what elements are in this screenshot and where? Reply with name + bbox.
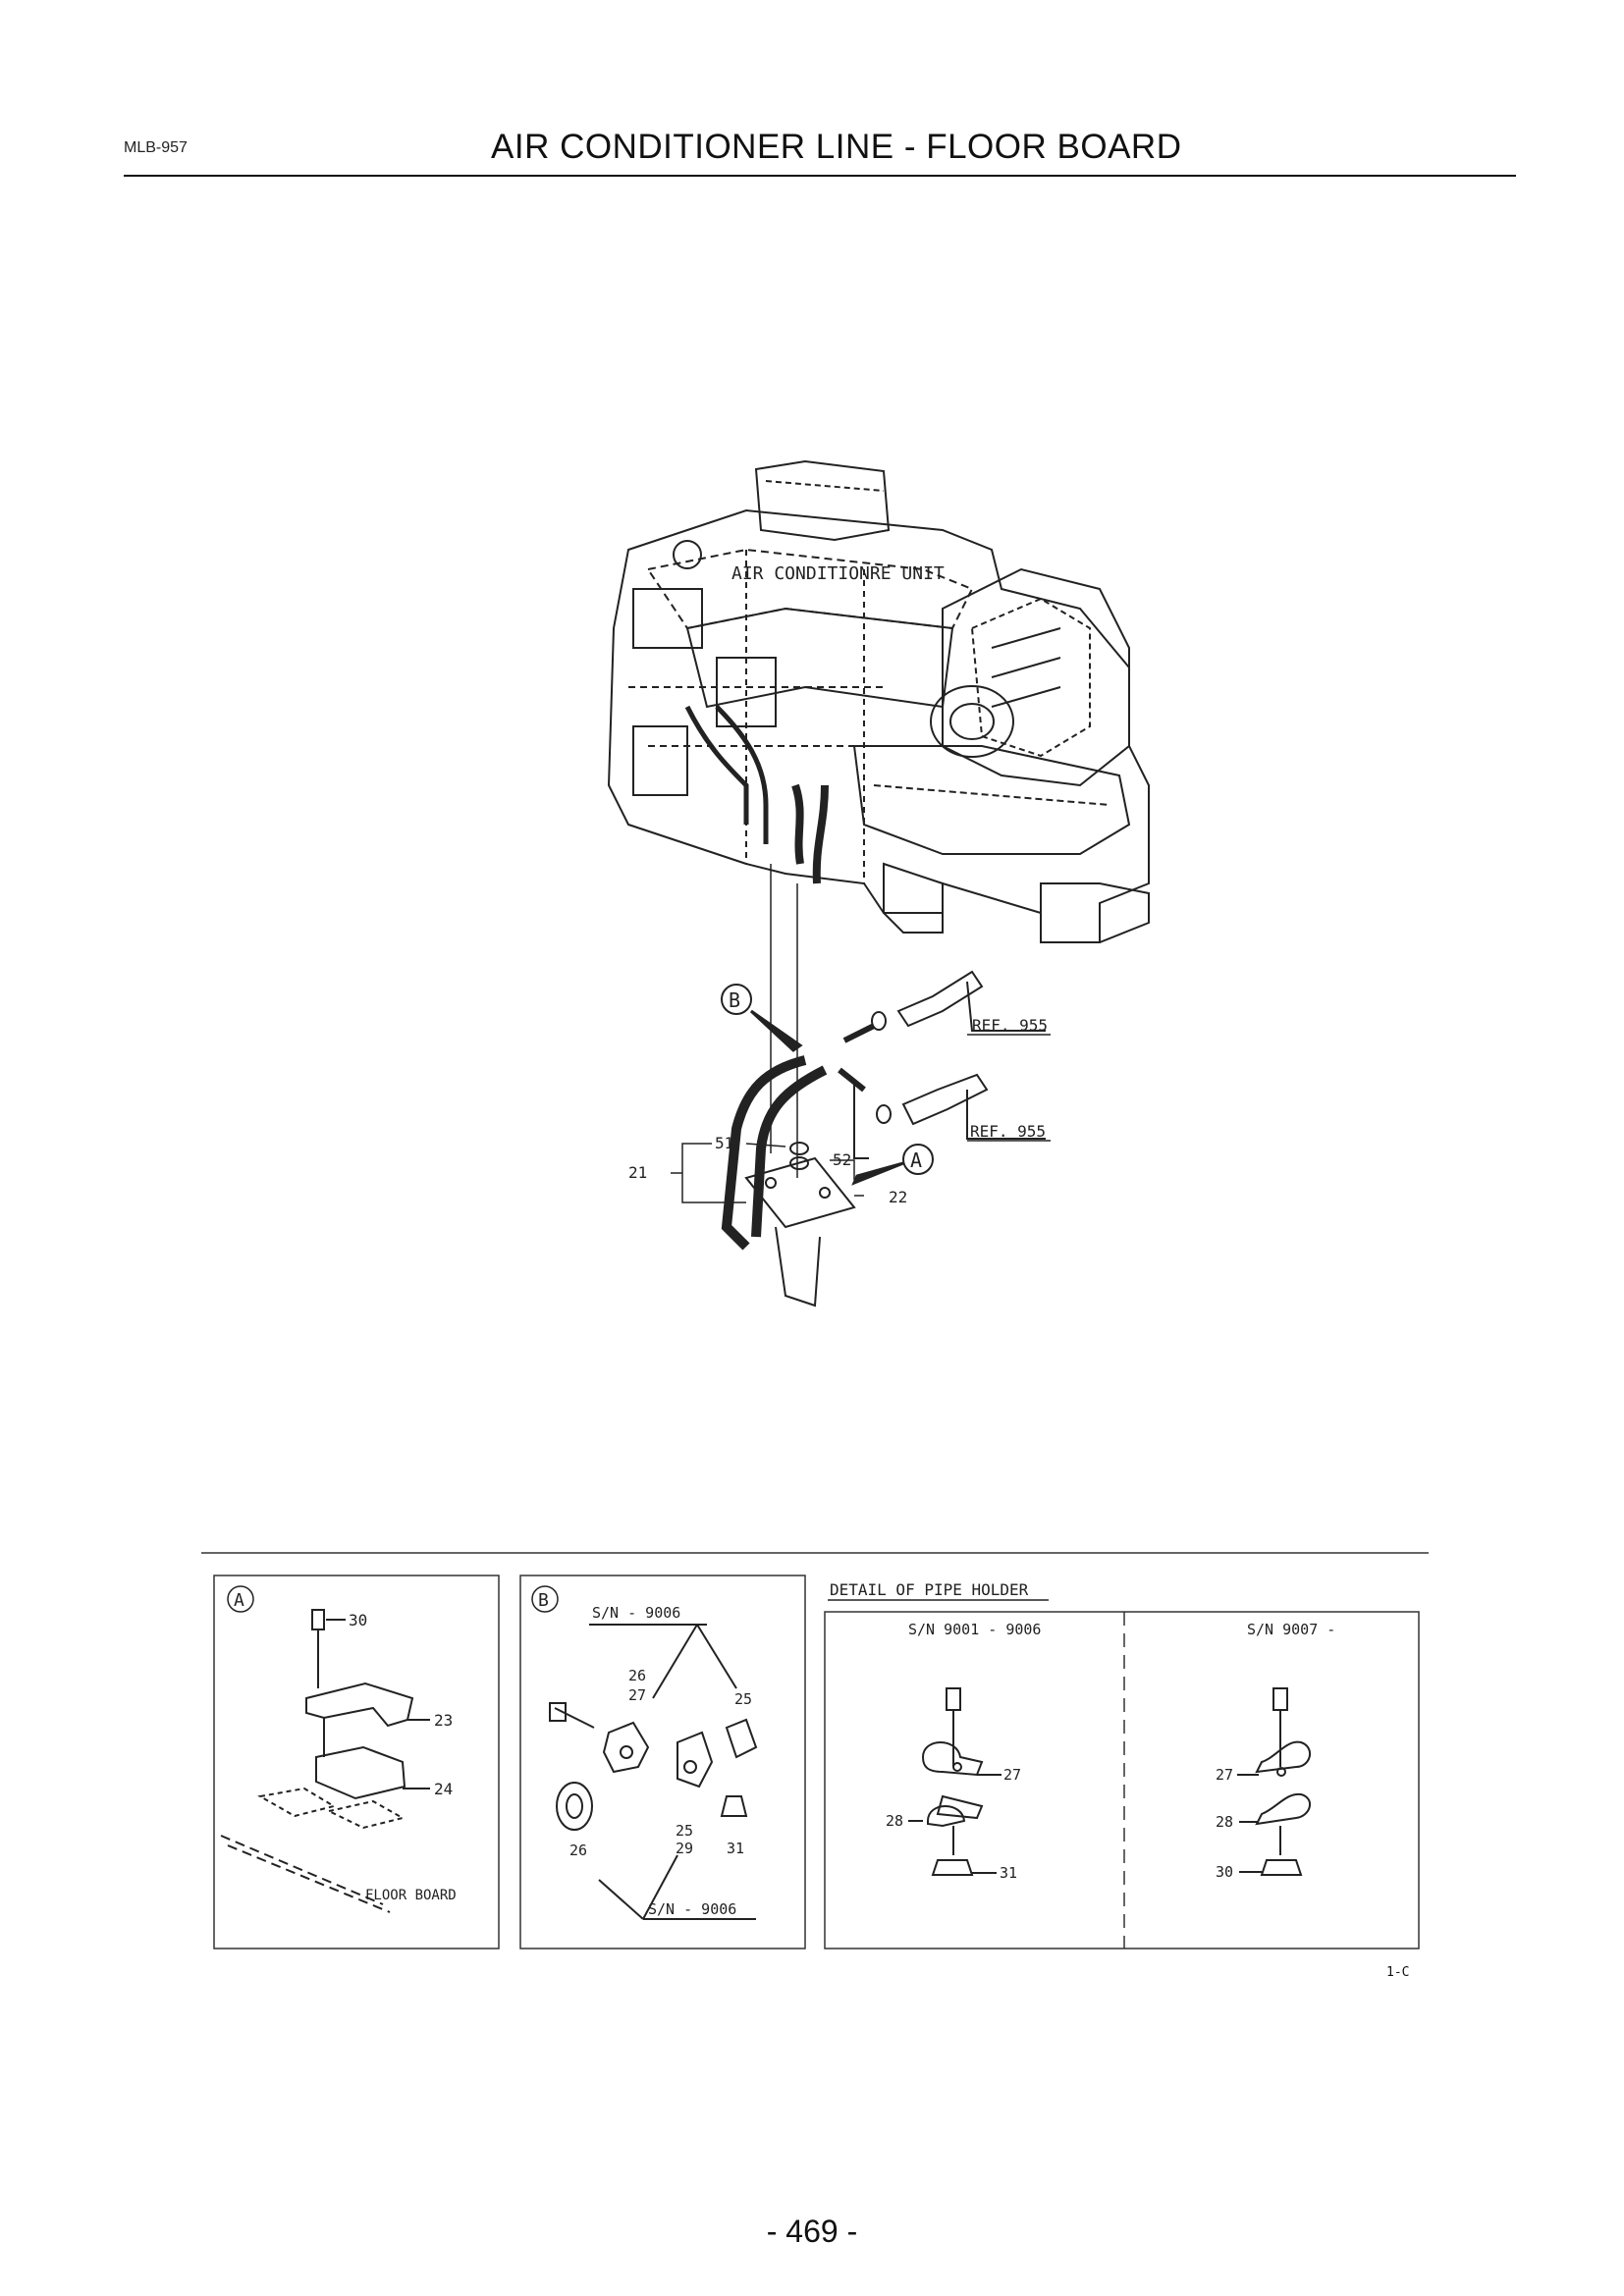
detail-b-part-31: 31: [727, 1840, 744, 1857]
detail-b-part-26-bottom: 26: [569, 1842, 587, 1859]
part-number-52: 52: [833, 1150, 851, 1169]
detail-b-sn-top: S/N - 9006: [592, 1604, 680, 1622]
pipe-holder-right-27: 27: [1216, 1766, 1233, 1784]
part-number-22: 22: [889, 1188, 907, 1206]
detail-b-panel: B S/N - 9006 26 27 25 25 29 31 26 S/N - …: [519, 1575, 806, 1949]
page-number: - 469 -: [766, 2214, 858, 2249]
pipe-holder-left-31: 31: [1000, 1864, 1017, 1882]
figure-code: 1-C: [1386, 1965, 1410, 1980]
ref-label-lower: REF. 955: [970, 1122, 1046, 1141]
pipe-holder-left-28: 28: [886, 1812, 903, 1830]
detail-b-part-26: 26: [628, 1667, 646, 1684]
guide-lines: [770, 864, 798, 1178]
callout-a: A: [851, 1144, 934, 1186]
detail-b-part-29: 29: [676, 1840, 693, 1857]
pipe-holder-title: DETAIL OF PIPE HOLDER: [830, 1580, 1029, 1599]
pipe-holder-right-28: 28: [1216, 1813, 1233, 1831]
unit-label: AIR CONDITIONRE UNIT: [731, 563, 945, 584]
pipe-holder-right-sn: S/N 9007 -: [1247, 1621, 1335, 1638]
leader-lines-main: [671, 1143, 864, 1203]
floor-board-label: FLOOR BOARD: [365, 1888, 457, 1903]
detail-a-part-23: 23: [434, 1711, 453, 1730]
pipe-holder-detail-panel: DETAIL OF PIPE HOLDER S/N 9001 - 9006 S/…: [824, 1580, 1420, 1949]
pipe-holder-left-27: 27: [1003, 1766, 1021, 1784]
callout-b: B: [721, 984, 803, 1052]
detail-a-part-30: 30: [349, 1611, 367, 1629]
page-title: AIR CONDITIONER LINE - FLOOR BOARD: [491, 128, 1182, 166]
ref-label-upper: REF. 955: [972, 1016, 1048, 1035]
detail-b-part-27: 27: [628, 1686, 646, 1704]
svg-text:A: A: [234, 1590, 244, 1611]
detail-b-part-25-top: 25: [734, 1690, 752, 1708]
detail-b-sn-bottom: S/N - 9006: [648, 1900, 736, 1918]
svg-text:A: A: [910, 1148, 922, 1172]
detail-a-panel: A 30 23 24 FLOOR BOARD: [213, 1575, 500, 1949]
document-code: MLB-957: [124, 139, 188, 156]
detail-a-part-24: 24: [434, 1780, 453, 1798]
pipe-holder-left-sn: S/N 9001 - 9006: [908, 1621, 1041, 1638]
svg-text:B: B: [729, 988, 740, 1012]
part-number-21: 21: [628, 1163, 647, 1182]
svg-text:B: B: [538, 1590, 549, 1611]
detail-b-part-25-bottom: 25: [676, 1822, 693, 1840]
pipe-holder-right-30: 30: [1216, 1863, 1233, 1881]
header-rule: [124, 175, 1516, 177]
air-conditioner-unit-drawing: [607, 459, 1150, 943]
part-number-51: 51: [715, 1134, 733, 1152]
